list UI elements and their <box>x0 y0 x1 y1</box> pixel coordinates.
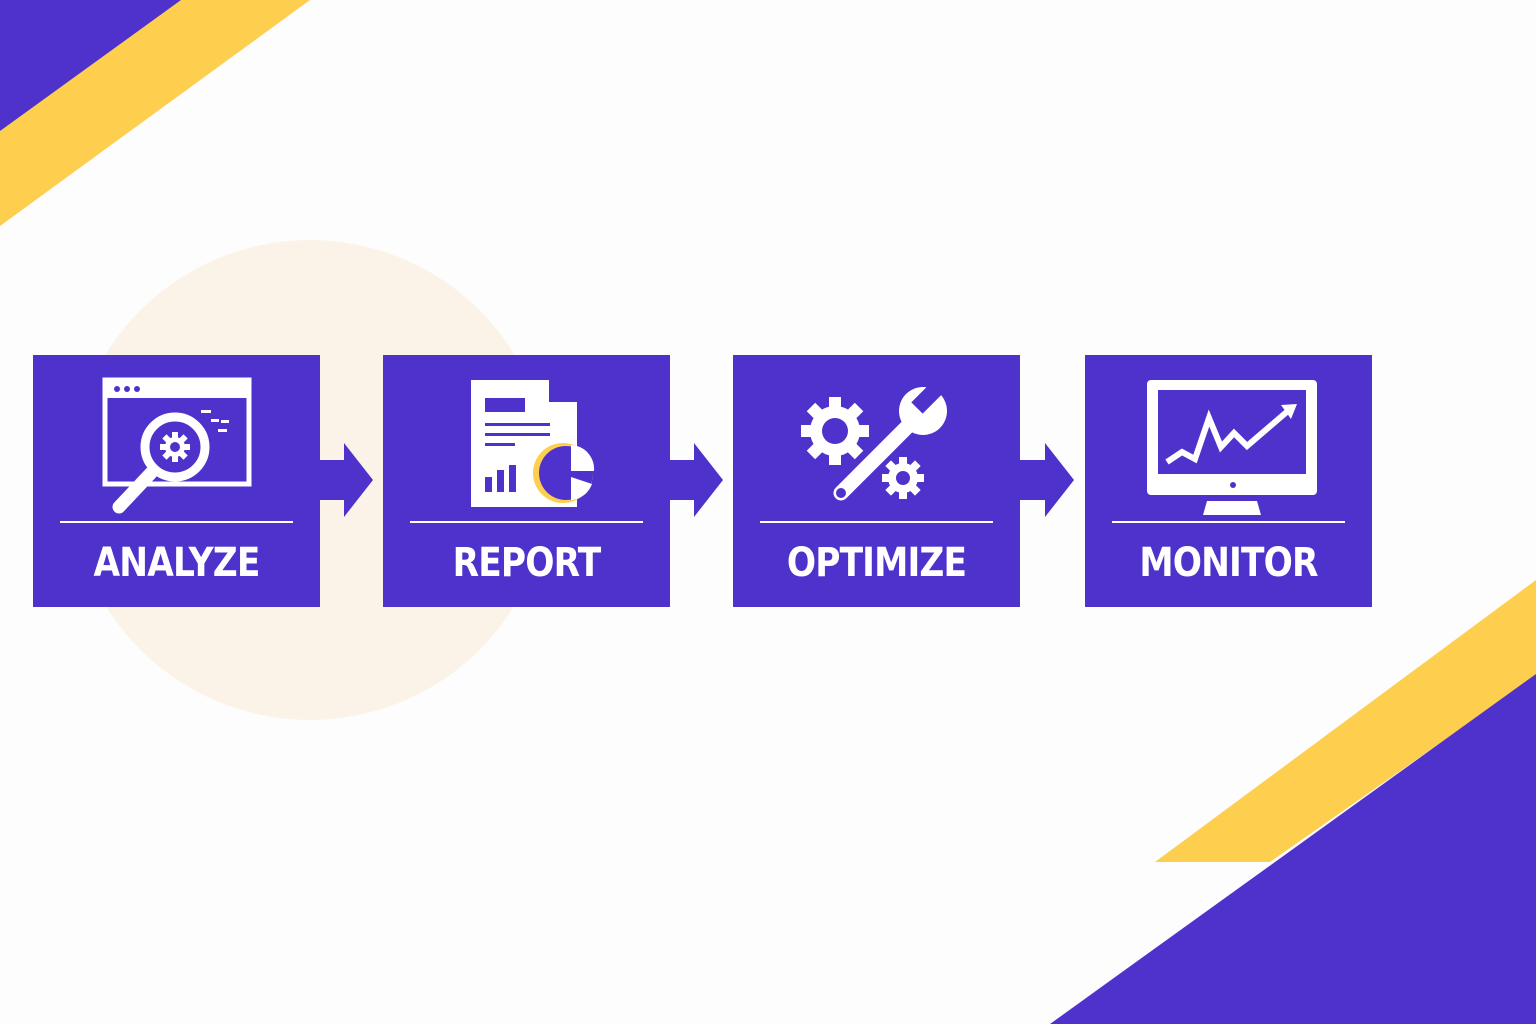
monitor-trend-chart-icon <box>1147 380 1317 515</box>
step-analyze: ANALYZE <box>33 355 320 607</box>
step-optimize: OPTIMIZE <box>733 355 1020 607</box>
document-chart-pie-icon <box>471 380 595 507</box>
bottom-right-purple-corner <box>1050 674 1536 1024</box>
step-monitor: MONITOR <box>1085 355 1372 607</box>
step-divider <box>410 521 643 523</box>
step-divider <box>1112 521 1345 523</box>
step-report: REPORT <box>383 355 670 607</box>
bottom-right-yellow-band <box>1155 580 1536 862</box>
browser-magnifier-gear-icon <box>102 377 252 514</box>
arrow-right-icon <box>318 443 373 517</box>
top-left-purple-corner <box>0 0 181 131</box>
step-label: ANALYZE <box>93 540 261 586</box>
arrow-right-icon <box>1019 443 1074 517</box>
arrow-right-icon <box>668 443 723 517</box>
step-label: REPORT <box>452 540 602 586</box>
step-divider <box>760 521 993 523</box>
step-label: OPTIMIZE <box>786 540 967 586</box>
step-label: MONITOR <box>1139 540 1318 586</box>
gears-wrench-icon <box>801 378 947 501</box>
step-divider <box>60 521 293 523</box>
